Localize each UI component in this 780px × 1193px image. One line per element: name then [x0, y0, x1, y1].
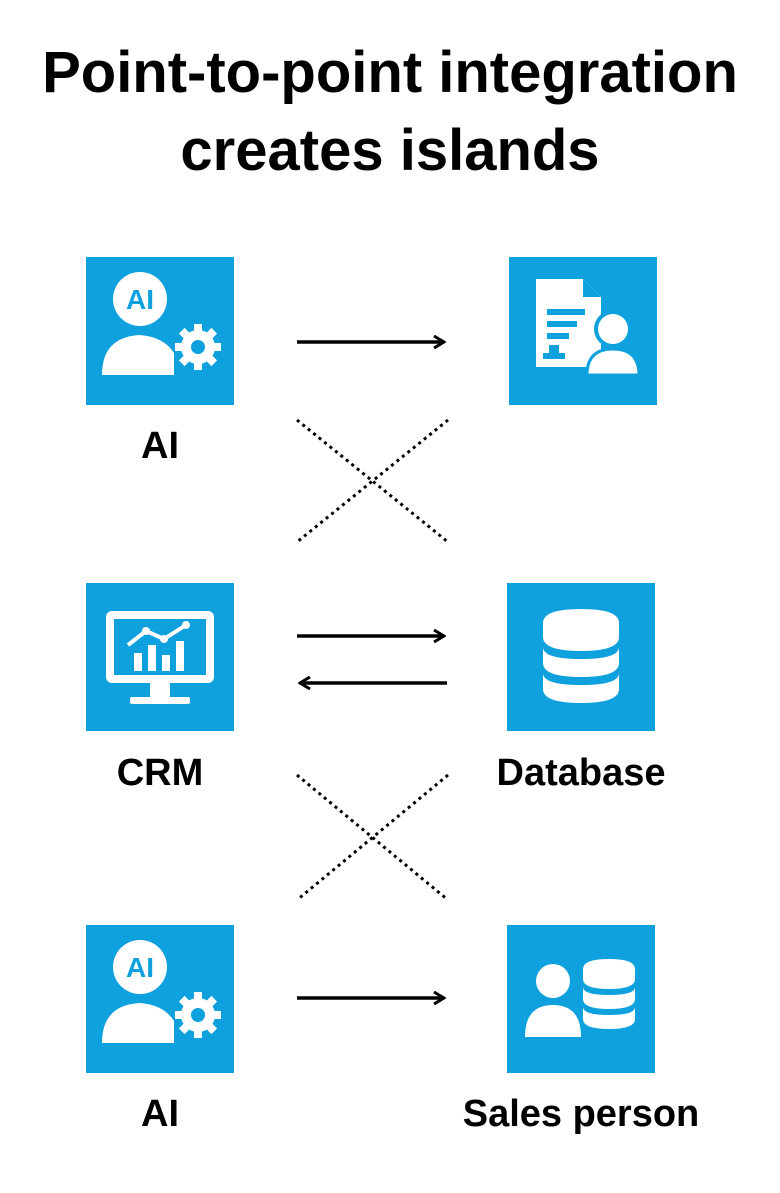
ai-bottom-tile: AI [86, 925, 234, 1073]
database-tile [507, 583, 655, 731]
dotted-cross-bottom-b [296, 773, 449, 902]
document-user-tile [509, 257, 657, 405]
ai-user-gear-icon: AI [102, 940, 221, 1043]
crm-tile [86, 583, 234, 731]
database-icon [543, 609, 619, 703]
ai-bottom-label: AI [141, 1093, 179, 1135]
user-database-icon [525, 959, 635, 1037]
dotted-cross-top-b [296, 418, 449, 544]
title-line-1: Point-to-point integration [42, 40, 738, 105]
database-label: Database [496, 752, 666, 794]
dotted-cross-bottom-a [296, 773, 449, 902]
diagram-title: Point-to-point integration creates islan… [0, 34, 780, 190]
ai-user-gear-icon: AI [102, 272, 221, 375]
svg-text:AI: AI [126, 284, 154, 315]
crm-label: CRM [116, 752, 204, 794]
ai-top-tile: AI [86, 257, 234, 405]
title-line-2: creates islands [180, 118, 600, 183]
sales-person-label: Sales person [462, 1093, 700, 1135]
ai-top-label: AI [141, 425, 179, 467]
monitor-chart-icon [106, 611, 214, 704]
sales-person-tile [507, 925, 655, 1073]
svg-text:AI: AI [126, 952, 154, 983]
document-user-icon [536, 279, 641, 377]
dotted-cross-top-a [296, 418, 449, 544]
